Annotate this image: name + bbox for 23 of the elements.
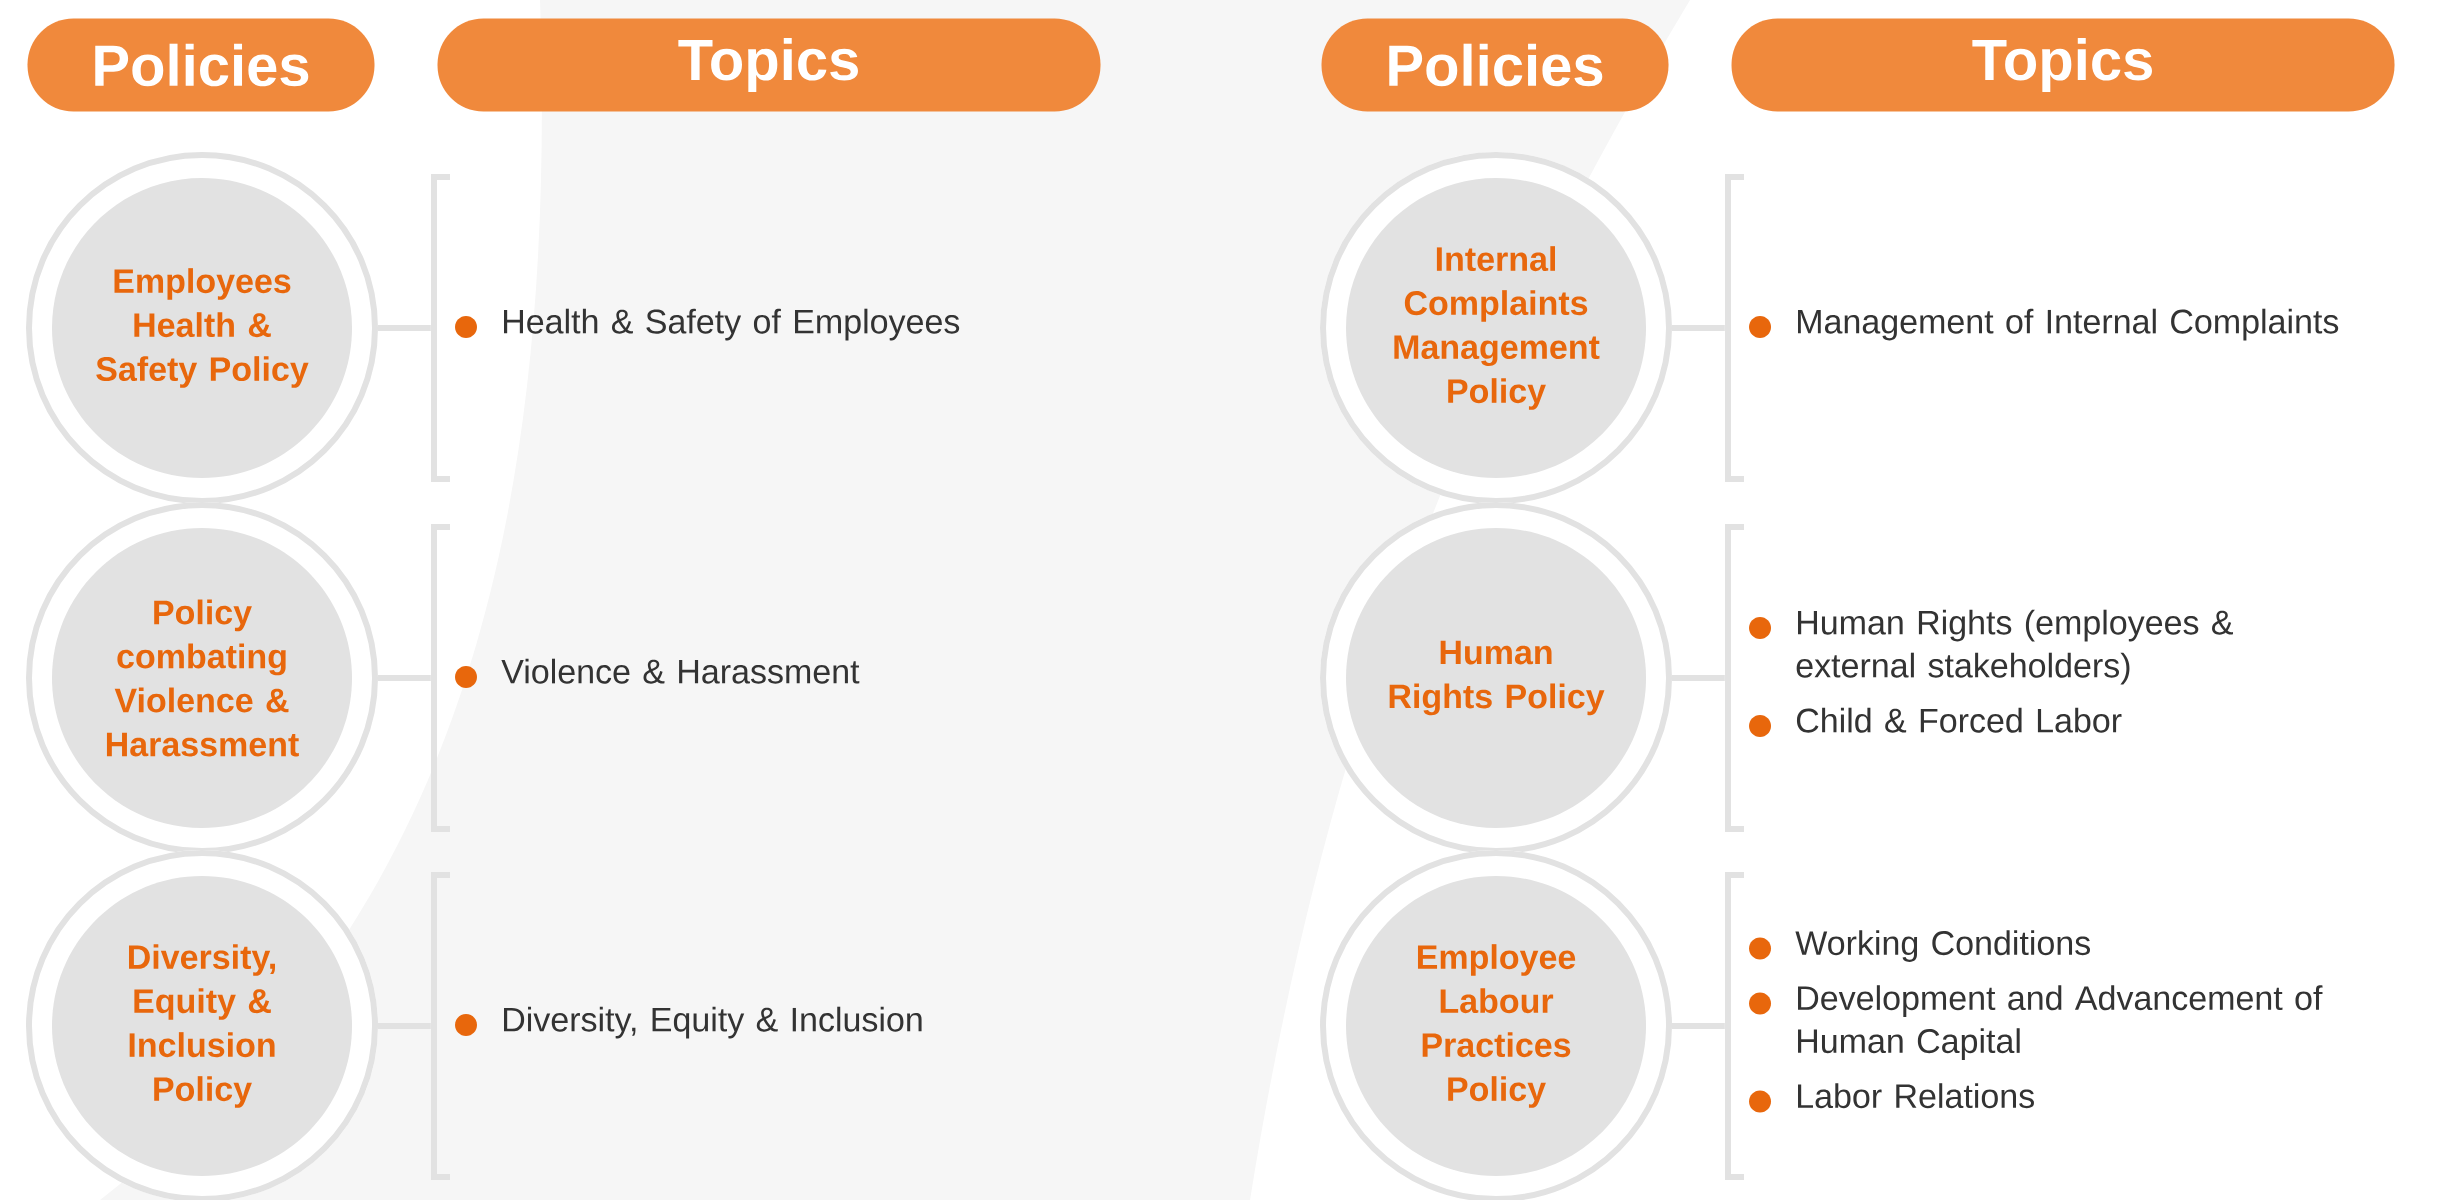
node-label: Employee Labour Practices Policy xyxy=(1417,944,1576,1108)
topic-text: Child & Forced Labor xyxy=(1796,707,2122,733)
connector-line xyxy=(378,675,431,681)
topic-text: Management of Internal Complaints xyxy=(1798,308,2339,341)
topic-text: Working Conditions xyxy=(1795,930,2090,962)
topic-text: Human Rights (employees & external stakeholders) xyxy=(1796,609,2233,685)
connector-line xyxy=(1672,1023,1725,1029)
topic-text: Labor Relations xyxy=(1798,1083,2034,1109)
header-pill: Topics xyxy=(1731,18,2395,112)
header-pill: Policies xyxy=(1321,18,1669,112)
node-label: Human Rights Policy xyxy=(1389,640,1605,716)
topic-text: Violence & Harassment xyxy=(501,658,860,684)
topic-text: Health & Safety of Employees xyxy=(504,308,960,341)
header-pill: Topics xyxy=(437,18,1101,112)
node-label: Policy combating Violence & Harassment xyxy=(106,599,299,757)
topic-text: Development and Advancement of Human Capital xyxy=(1798,985,2323,1060)
node-label: Diversity, Equity & Inclusion Policy xyxy=(129,944,275,1108)
connector-line xyxy=(1672,675,1725,681)
connector-line xyxy=(1672,325,1725,331)
node-label: Internal Complaints Management Policy xyxy=(1394,246,1600,410)
connector-line xyxy=(378,325,431,331)
topic-text: Diversity, Equity & Inclusion xyxy=(504,1006,922,1039)
header-pill: Policies xyxy=(27,18,375,112)
